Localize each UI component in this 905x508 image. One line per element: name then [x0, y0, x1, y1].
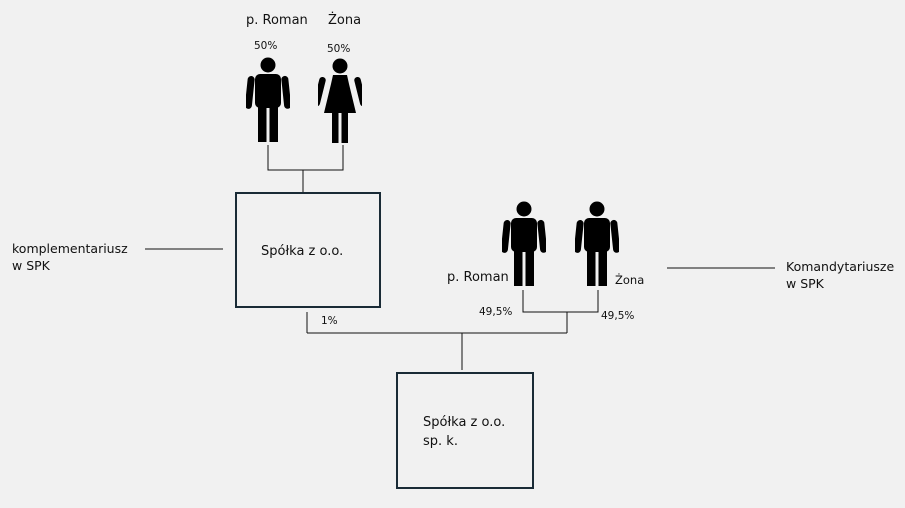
top-man-name: p. Roman [246, 13, 308, 28]
right-man-name: p. Roman [447, 270, 509, 285]
connector-right-owners [522, 290, 599, 313]
man-icon [502, 201, 546, 286]
general-partner-box: Spółka z o.o. [235, 192, 381, 308]
right-second-share: 49,5% [601, 310, 635, 322]
role-right-line1: Komandytariusze [786, 259, 895, 274]
right-man-share: 49,5% [479, 306, 513, 318]
connector-top-owners [267, 145, 344, 171]
woman-icon [318, 58, 362, 143]
top-woman-share: 50% [327, 43, 351, 55]
limited-partnership-label-line1: Spółka z o.o. [423, 415, 506, 430]
top-woman-name: Żona [328, 13, 362, 28]
man-icon [246, 57, 290, 142]
general-partner-share: 1% [321, 315, 338, 327]
role-left-line2: w SPK [12, 258, 50, 273]
top-man-share: 50% [254, 40, 278, 52]
role-right-line2: w SPK [786, 276, 824, 291]
man-icon [575, 201, 619, 286]
general-partner-label: Spółka z o.o. [261, 244, 344, 259]
right-second-name: Żona [615, 273, 645, 287]
limited-partnership-label-line2: sp. k. [423, 434, 458, 449]
limited-partnership-box: Spółka z o.o. sp. k. [396, 372, 534, 489]
role-left-line1: komplementariusz [12, 241, 128, 256]
